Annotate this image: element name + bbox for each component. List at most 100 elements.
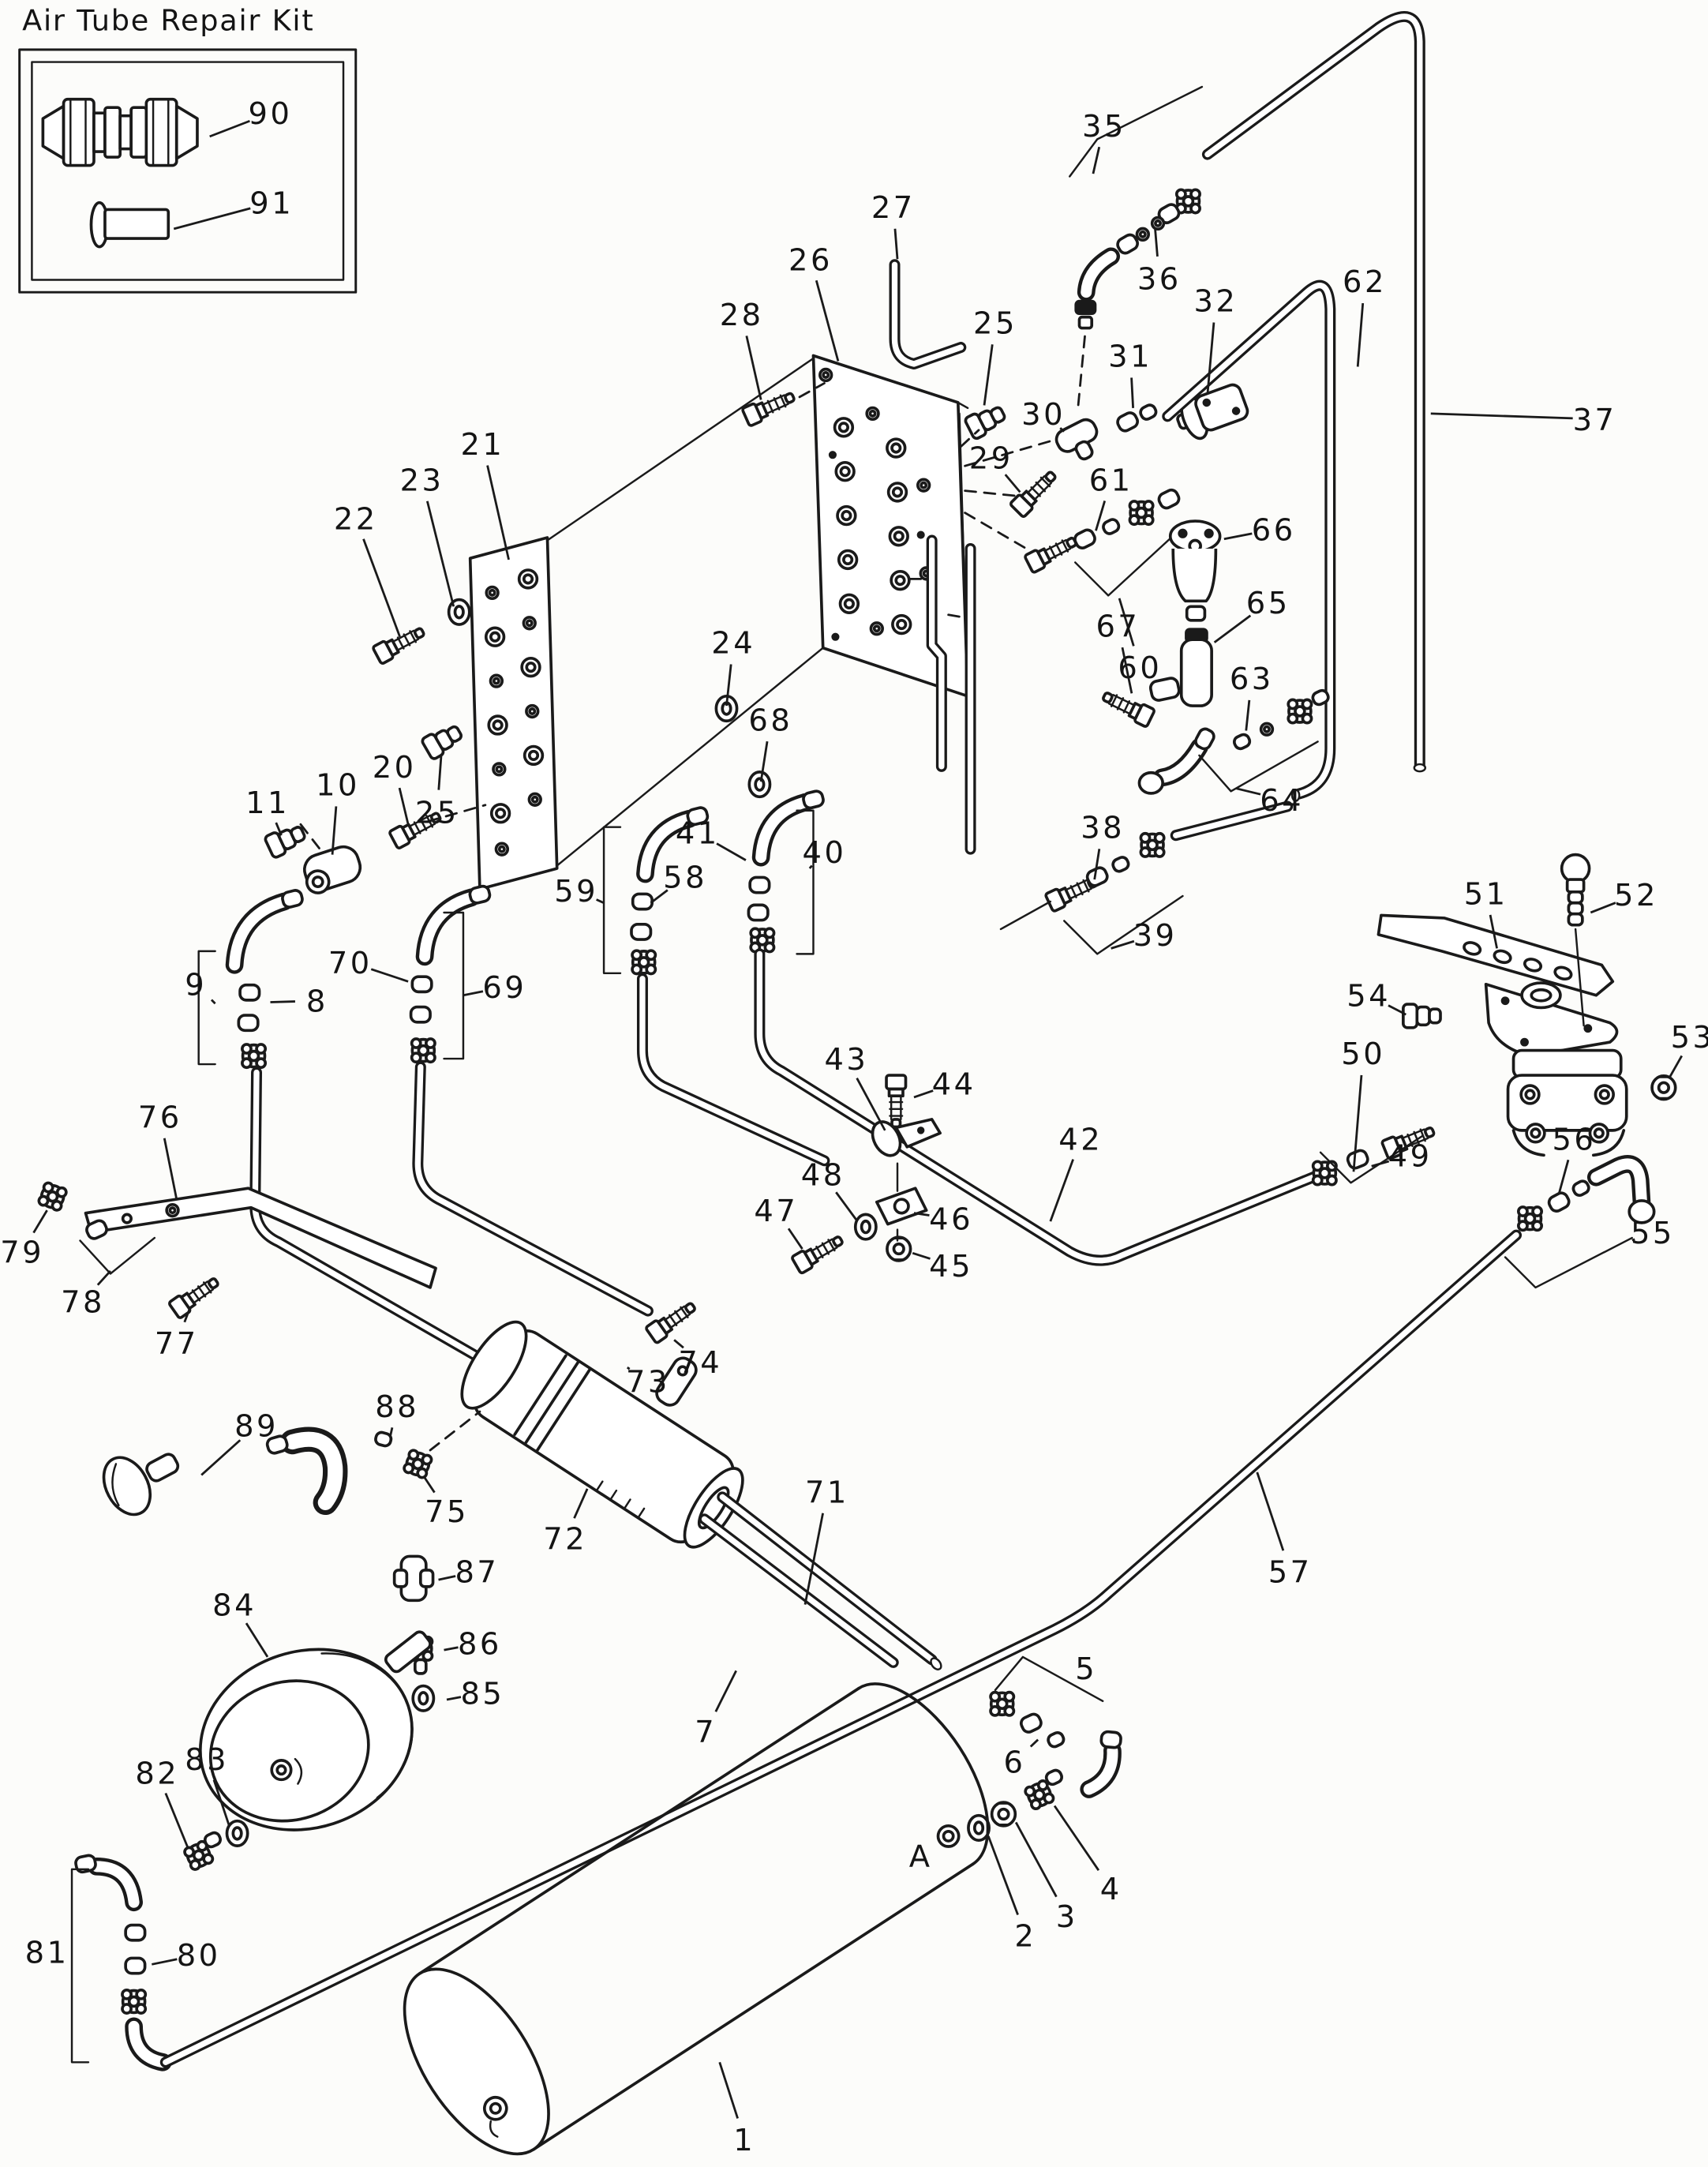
part-label-39: 39: [1133, 918, 1178, 954]
callout-labels: 9091282627353632623725303129616066656763…: [0, 96, 1708, 2158]
valve-32: [1176, 383, 1249, 441]
part-label-79: 79: [0, 1235, 44, 1271]
part-label-24: 24: [711, 626, 755, 662]
fitting-group-64: [1137, 687, 1332, 795]
part-label-7: 7: [695, 1715, 717, 1750]
fittings-31: [1114, 401, 1159, 435]
tube-71: [717, 1491, 942, 1670]
part-label-58: 58: [663, 860, 707, 896]
cock-valve-66: [1168, 519, 1222, 622]
part-label-80: 80: [177, 1938, 221, 1974]
leader-line-68: [759, 740, 769, 782]
part-label-21: 21: [460, 427, 504, 463]
valve-body-65: [1148, 628, 1213, 707]
leader-line-8: [270, 1000, 295, 1003]
leader-line-86: [444, 1646, 459, 1651]
leader-line-43: [856, 1078, 886, 1131]
bolt-29: [1008, 466, 1062, 519]
leader-line-89: [200, 1439, 242, 1476]
leader-line-22: [362, 538, 401, 638]
part-label-91: 91: [249, 186, 294, 222]
fitting-25-upper: [962, 400, 1009, 441]
tube-7: [699, 1513, 899, 1668]
part-label-67: 67: [1096, 609, 1140, 645]
part-label-55: 55: [1631, 1216, 1675, 1251]
tee-87: [392, 1554, 435, 1603]
leader-line-29: [1004, 474, 1021, 493]
bolt-74: [643, 1296, 701, 1345]
part-label-43: 43: [824, 1042, 868, 1078]
part-label-41: 41: [676, 816, 720, 852]
part-label-73: 73: [626, 1365, 670, 1400]
fitting-86: [407, 1635, 434, 1675]
part-label-76: 76: [138, 1100, 182, 1135]
leader-line-50: [1352, 1074, 1363, 1172]
part-label-46: 46: [929, 1202, 973, 1238]
part-label-49: 49: [1388, 1138, 1433, 1174]
fitting-chain-60-61: [1023, 486, 1183, 597]
part-label-61: 61: [1089, 463, 1133, 499]
part-label-66: 66: [1252, 513, 1296, 549]
part-label-22: 22: [334, 502, 378, 538]
part-label-25: 25: [415, 795, 459, 830]
leader-line-66: [1223, 532, 1253, 541]
leader-line-41: [716, 842, 747, 861]
part-label-10: 10: [316, 768, 360, 804]
bolt-28-dash: [798, 382, 826, 399]
part-label-11: 11: [245, 785, 290, 821]
part-label-38: 38: [1081, 811, 1125, 846]
brake-valve-51: [1377, 913, 1628, 1157]
o-ring-85: [411, 1684, 436, 1712]
tube-42: [754, 948, 1322, 1266]
leader-line-49: [1371, 1160, 1390, 1168]
bolt-77: [167, 1272, 224, 1321]
part-label-40: 40: [803, 835, 847, 871]
part-label-28: 28: [720, 298, 764, 333]
repair-kit-box: [18, 48, 358, 294]
bolt-67: [1098, 685, 1157, 729]
tube-stubs-under-plate: [908, 534, 976, 855]
leader-line-60: [1118, 598, 1135, 647]
part-label-65: 65: [1246, 586, 1290, 621]
leader-line-59: [596, 898, 605, 905]
leader-line-63: [1245, 699, 1251, 731]
plug-91: [89, 201, 170, 249]
leader-line-67: [1121, 647, 1133, 694]
union-fitting-90: [41, 97, 199, 167]
fitting-chain-38-39: [999, 800, 1294, 955]
part-label-31: 31: [1108, 339, 1152, 374]
leader-line-58: [650, 889, 669, 904]
leader-line-25: [983, 344, 994, 406]
part-label-5: 5: [1075, 1651, 1097, 1687]
leader-line-88: [389, 1427, 394, 1437]
leader-line-85: [446, 1696, 462, 1701]
part-label-50: 50: [1341, 1037, 1385, 1072]
washer-48: [853, 1213, 878, 1241]
part-label-54: 54: [1347, 979, 1391, 1014]
leader-line-77: [183, 1306, 192, 1323]
leader-line-74: [673, 1339, 684, 1349]
leader-line-87: [438, 1575, 456, 1581]
panel-edge-lines: [546, 357, 824, 867]
leader-line-61: [1095, 501, 1107, 531]
leader-line-53: [1668, 1055, 1683, 1079]
leader-line-83: [212, 1779, 230, 1826]
clamp-43: [871, 1118, 942, 1157]
fitting-chain-49-50: [1311, 1120, 1439, 1187]
part-label-74: 74: [678, 1345, 722, 1381]
plate-26-dashes: [959, 429, 1052, 553]
plate-21: [468, 536, 559, 891]
part-label-36: 36: [1137, 262, 1182, 298]
leader-line-65: [1213, 614, 1252, 643]
part-label-72: 72: [543, 1522, 587, 1558]
part-label-42: 42: [1058, 1122, 1103, 1157]
leader-line-51: [1489, 914, 1498, 949]
elbow-stack-69-70: [409, 883, 493, 1064]
part-label-51: 51: [1464, 876, 1508, 912]
part-label-A: A: [909, 1839, 933, 1874]
elbow-55-56: [1504, 1155, 1656, 1289]
bracket-78-mark: [79, 1236, 156, 1275]
leader-line-40: [808, 864, 813, 869]
leader-line-35: [1092, 146, 1101, 174]
